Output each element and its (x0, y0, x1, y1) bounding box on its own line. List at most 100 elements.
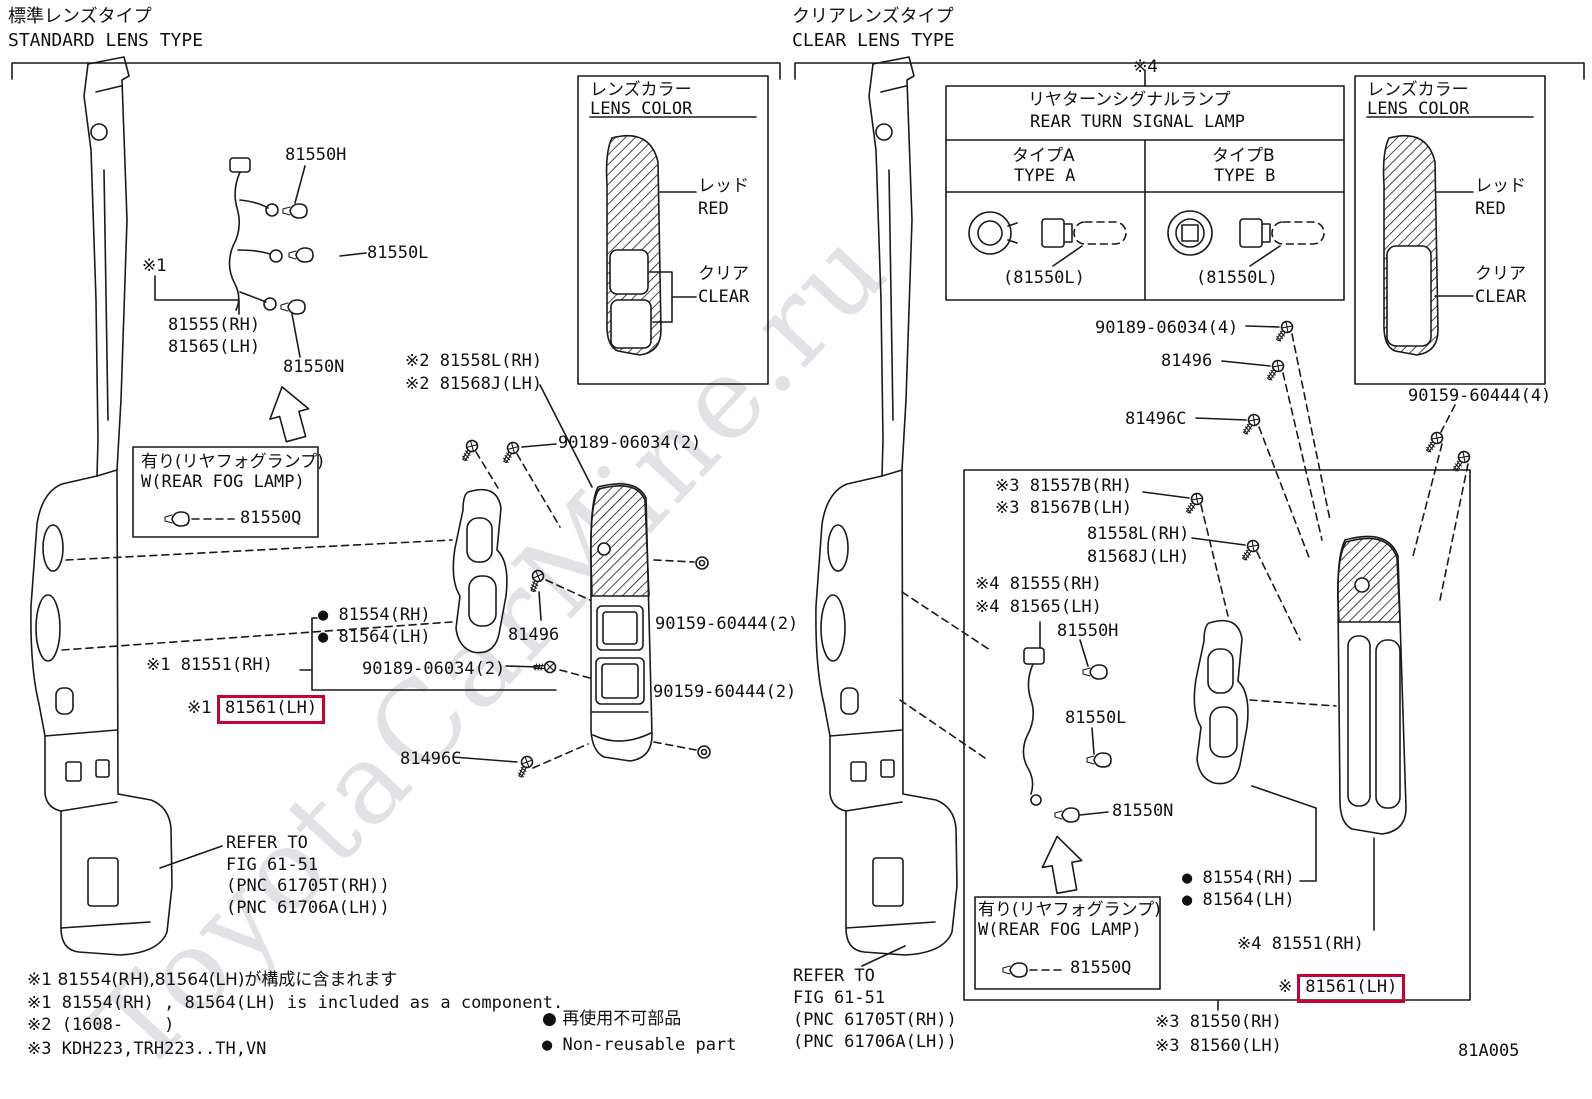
part-label-81550n-right: 81550N (1112, 801, 1174, 821)
bulb-81550h-left-icon (282, 203, 308, 219)
refer-line4-right: (PNC 61706A(LH)) (793, 1032, 957, 1052)
type-b-jp: タイプB (1212, 146, 1275, 166)
part-label-81558l-left: ※2 81558L(RH) (405, 351, 543, 371)
part-label-81567b: ※3 81567B(LH) (995, 498, 1133, 518)
highlight-box-left: 81561(LH) (217, 695, 326, 724)
part-label-90159-right: 90159-60444(4) (1408, 386, 1552, 406)
part-label-81564-left: ● 81564(LH) (318, 627, 431, 647)
turn-signal-title-en: REAR TURN SIGNAL LAMP (1030, 112, 1245, 132)
refer-line2-left: FIG 61-51 (226, 855, 319, 875)
lens-red-en-left: RED (698, 199, 729, 219)
tail-lamp-standard (590, 483, 653, 762)
part-label-90189-top-left: 90189-06034(2) (558, 433, 702, 453)
part-label-81565: 81565(LH) (168, 337, 261, 357)
bulb-81550l-left-icon (288, 247, 314, 263)
lens-red-en-right: RED (1475, 199, 1506, 219)
part-number-81561-right: 81561(LH) (1305, 977, 1398, 998)
lens-color-title-jp-right: レンズカラー (1367, 80, 1469, 100)
bulb-81550n-left-icon (280, 299, 306, 315)
legend-non-reusable-jp: ● 再使用不可部品 (542, 1009, 682, 1029)
part-label-81558l-right: 81558L(RH) (1087, 524, 1190, 544)
gasket-right (1193, 619, 1249, 785)
fog-label-jp-right: 有り(リヤフォグランプ) (978, 900, 1161, 920)
lens-red-jp-left: レッド (698, 176, 749, 196)
body-panel-right (815, 56, 958, 956)
refer-line3-right: (PNC 61705T(RH)) (793, 1010, 957, 1030)
title-clear-jp: クリアレンズタイプ (792, 6, 954, 27)
highlight-box-right: 81561(LH) (1297, 974, 1406, 1003)
part-label-81555: 81555(RH) (168, 315, 261, 335)
wire-harness-right (1022, 647, 1045, 806)
screws-right (1182, 318, 1473, 564)
part-label-81551-left: ※1 81551(RH) (146, 655, 273, 675)
part-label-81550h-right: 81550H (1057, 621, 1119, 641)
bulb-81550n-right-icon (1054, 807, 1080, 823)
part-label-81550n-left: 81550N (283, 357, 345, 377)
part-label-90189-right: 90189-06034(4) (1095, 318, 1239, 338)
part-label-81550l-right: 81550L (1065, 708, 1127, 728)
wire-harness-left (228, 157, 283, 311)
bulb-81550h-right-icon (1082, 664, 1108, 680)
lens-color-title-jp-left: レンズカラー (590, 80, 692, 100)
legend-non-reusable-en: ● Non-reusable part (542, 1035, 737, 1055)
detail-box-right (963, 469, 1471, 1011)
part-label-81550-right: ※3 81550(RH) (1155, 1012, 1282, 1032)
up-arrow-right-icon (1041, 835, 1083, 895)
part-label-90159-bot-left: 90159-60444(2) (653, 682, 797, 702)
lens-color-box-right (1354, 75, 1546, 385)
part-label-81568j-right: 81568J(LH) (1087, 547, 1190, 567)
part-label-81550l-left: 81550L (367, 243, 429, 263)
fog-lamp-box-right (974, 896, 1161, 990)
fog-label-en-left: W(REAR FOG LAMP) (141, 472, 305, 492)
refer-line4-left: (PNC 61706A(LH)) (226, 898, 390, 918)
part-label-81554-right: ● 81554(RH) (1182, 868, 1295, 888)
refer-line1-right: REFER TO (793, 966, 875, 986)
part-label-81550q-left: 81550Q (240, 508, 302, 528)
part-label-90159-top-left: 90159-60444(2) (655, 614, 799, 634)
footnote-1-jp: ※1 81554(RH),81564(LH)が構成に含まれます (27, 970, 398, 990)
part-label-81555-right: ※4 81555(RH) (975, 574, 1102, 594)
part-label-81560-right: ※3 81560(LH) (1155, 1036, 1282, 1056)
part-label-81496-left: 81496 (508, 625, 560, 645)
leader-lines-right (861, 325, 1469, 967)
turn-signal-title-jp: リヤターンシグナルランプ (1028, 90, 1231, 110)
part-number-81561-left: 81561(LH) (225, 698, 318, 719)
fog-lamp-box-left (132, 446, 319, 538)
lens-clear-jp-left: クリア (698, 264, 749, 284)
section-bracket-clear (794, 62, 1585, 80)
part-label-81496-right: 81496 (1161, 351, 1213, 371)
part-label-81565-right: ※4 81565(LH) (975, 597, 1102, 617)
section-bracket-standard (11, 62, 781, 80)
title-standard-en: STANDARD LENS TYPE (8, 30, 204, 51)
refer-line3-left: (PNC 61705T(RH)) (226, 876, 390, 896)
part-label-90189-mid-left: 90189-06034(2) (362, 659, 506, 679)
gasket-left (452, 488, 508, 654)
part-label-81561-right: ※ 81561(LH) (1237, 953, 1406, 1024)
lens-color-title-en-left: LENS COLOR (590, 99, 693, 119)
part-label-81550h-left: 81550H (285, 145, 347, 165)
body-panel-left (30, 56, 173, 956)
part-label-81551-right: ※4 81551(RH) (1237, 934, 1364, 954)
part-label-81564-right: ● 81564(LH) (1182, 890, 1295, 910)
lens-clear-en-left: CLEAR (698, 287, 750, 307)
lens-color-title-en-right: LENS COLOR (1367, 99, 1470, 119)
figure-code: 81A005 (1458, 1041, 1520, 1061)
part-label-81554-left: ● 81554(RH) (318, 605, 431, 625)
footnote-1-en: ※1 81554(RH) , 81564(LH) is included as … (27, 993, 564, 1013)
bulb-ref-type-b: (81550L) (1196, 268, 1278, 288)
bulb-81550l-right-icon (1086, 752, 1112, 768)
footnote-3: ※3 KDH223,TRH223..TH,VN (27, 1039, 267, 1059)
lens-clear-en-right: CLEAR (1475, 287, 1527, 307)
up-arrow-left-icon (269, 386, 310, 443)
title-clear-en: CLEAR LENS TYPE (792, 30, 955, 51)
tail-lamp-clear (1337, 535, 1407, 835)
footnote-2: ※2 (1608- ) (27, 1015, 175, 1035)
ref-mark-81561-left: ※1 (186, 698, 213, 719)
ref-mark-81561-right: ※ (1277, 977, 1293, 998)
title-standard-jp: 標準レンズタイプ (8, 6, 152, 27)
type-b-en: TYPE B (1214, 166, 1276, 186)
lens-red-jp-right: レッド (1475, 176, 1526, 196)
refer-line1-left: REFER TO (226, 833, 308, 853)
